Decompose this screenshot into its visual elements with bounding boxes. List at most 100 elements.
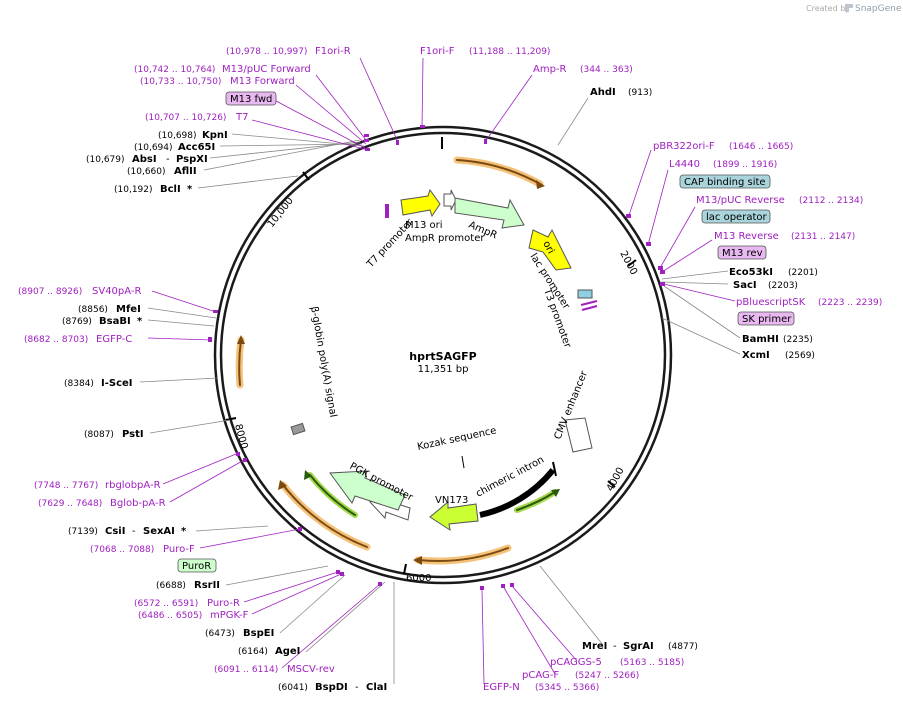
- lac-operator-box: [701, 209, 771, 224]
- inner-primer-line-2: [581, 305, 598, 311]
- orf-arcs: [235, 156, 558, 565]
- m13-fwd-box-label: M13 fwd: [230, 94, 272, 105]
- cap-binding-label: CAP binding site: [684, 177, 766, 188]
- snapgene-logo-icon: [845, 4, 853, 12]
- pbr322ori-range: (1646 .. 1665): [729, 142, 793, 152]
- kozak-label: Kozak sequence: [416, 425, 497, 453]
- cap-binding-box: [679, 174, 771, 189]
- l4440-range: (1899 .. 1916): [713, 160, 777, 170]
- bspei-pos: (6473): [205, 629, 235, 639]
- rbglob-range: (7748 .. 7767): [34, 481, 98, 491]
- sk-primer-label: SK primer: [742, 314, 792, 325]
- csii-label: CsiI: [105, 526, 125, 537]
- psti-pos: (8087): [84, 430, 114, 440]
- sexai-star: *: [181, 526, 187, 537]
- primer-leader-lines: [147, 57, 736, 685]
- backbone-outer: [213, 125, 673, 585]
- ampr-promoter-label: AmpR promoter: [405, 233, 485, 244]
- absi-label: AbsI: [132, 154, 157, 165]
- kpni-pos: (10,698): [158, 131, 197, 141]
- site-leader-lines: [139, 97, 741, 684]
- lac-operator-mark: [577, 289, 593, 299]
- chimeric-intron-arc: [479, 468, 556, 518]
- pbluescriptsk-range: (2223 .. 2239): [818, 298, 882, 308]
- bspei-label: BspEI: [243, 628, 274, 639]
- acc65i-pos: (10,694): [134, 143, 173, 153]
- m13puc-rev-range: (2112 .. 2134): [799, 196, 863, 206]
- kozak-mark: [461, 455, 465, 469]
- m13-fwd-box: [225, 91, 277, 106]
- lac-operator-label: lac operator: [706, 212, 767, 223]
- mrei-pos: (4877): [668, 642, 698, 652]
- vn173-arrow: [429, 500, 479, 532]
- puror-box: [177, 558, 217, 573]
- f1ori-r-label: F1ori-R: [315, 46, 351, 57]
- sexai-label: SexAI: [143, 526, 175, 537]
- aflii-pos: (10,660): [127, 167, 166, 177]
- ampr-promoter-arrow: [443, 189, 457, 211]
- chimeric-intron-cap: [552, 461, 557, 477]
- t7-range: (10,707 .. 10,726): [145, 113, 226, 123]
- mpgk-f-range: (6486 .. 6505): [138, 611, 202, 621]
- clai-label: ClaI: [366, 682, 387, 693]
- mpgk-f-label: mPGK-F: [210, 610, 249, 621]
- pgk-promoter-arrow: [329, 470, 406, 511]
- rsrii-label: RsrII: [194, 580, 220, 591]
- sv40-range: (8907 .. 8926): [18, 287, 82, 297]
- t7-promoter-arrow: [400, 188, 441, 218]
- kpni-label: KpnI: [202, 130, 228, 141]
- mrei-sep: -: [613, 641, 617, 652]
- created-by-label: Created by: [806, 4, 850, 13]
- puro-r-label: Puro-R: [207, 598, 240, 609]
- mfei-pos: (8856): [78, 305, 108, 315]
- bglob-label: Bglob-pA-R: [110, 498, 166, 509]
- saci-label: SacI: [733, 280, 757, 291]
- tick-6000: 6000: [406, 573, 431, 584]
- chimeric-intron-label: chimeric intron: [474, 455, 546, 500]
- ahdi-pos: (913): [628, 88, 652, 98]
- bcli-pos: (10,192): [114, 185, 153, 195]
- egfp-c-range: (8682 .. 8703): [24, 335, 88, 345]
- puror-box-label: PuroR: [182, 561, 211, 572]
- pbr322ori-label: pBR322ori-F: [653, 141, 715, 152]
- absi-pos: (10,679): [86, 155, 125, 165]
- absi-sep: -: [166, 154, 170, 165]
- m13puc-fwd-range: (10,742 .. 10,764): [134, 65, 215, 75]
- bcli-label: BclI: [160, 184, 181, 195]
- tick-2000: 2000: [617, 249, 639, 277]
- bglobin-label: β-globin poly(A) signal: [308, 306, 338, 419]
- m13-rev-box: [717, 245, 767, 260]
- csii-pos: (7139): [68, 527, 98, 537]
- ori-arrow: [528, 228, 572, 271]
- pspxi-label: PspXI: [176, 154, 208, 165]
- plasmid-size: 11,351 bp: [418, 364, 469, 375]
- bamhi-pos: (2235): [783, 335, 813, 345]
- egfp-c-label: EGFP-C: [96, 334, 132, 345]
- egfp-n-label: EGFP-N: [483, 682, 520, 693]
- m13-ori-label: M13 ori: [405, 220, 443, 231]
- bspdi-label: BspDI: [315, 682, 348, 693]
- mrei-label: MreI: [582, 641, 607, 652]
- m13-fwd-range: (10,733 .. 10,750): [140, 77, 221, 87]
- saci-pos: (2203): [768, 281, 798, 291]
- amp-r-label: Amp-R: [533, 64, 567, 75]
- bglobin-polya-box: [290, 422, 306, 436]
- psti-label: PstI: [122, 429, 144, 440]
- cmv-enhancer-box: [564, 417, 593, 453]
- bspdi-sep: -: [355, 682, 359, 693]
- mfei-label: MfeI: [116, 304, 141, 315]
- bglob-range: (7629 .. 7648): [38, 499, 102, 509]
- i-scei-pos: (8384): [64, 379, 94, 389]
- amp-r-range: (344 .. 363): [580, 65, 633, 75]
- ampr-arrow: [454, 197, 525, 229]
- f1ori-f-label: F1ori-F: [420, 46, 455, 57]
- bcli-star: *: [187, 184, 193, 195]
- sgrai-label: SgrAI: [623, 641, 654, 652]
- csii-sep: -: [132, 526, 136, 537]
- m13-reverse-range: (2131 .. 2147): [791, 232, 855, 242]
- m13-fwd-label: M13 Forward: [230, 76, 295, 87]
- tick-10000: 10,000: [266, 195, 296, 229]
- plasmid-name: hprtSAGFP: [409, 350, 476, 363]
- m13-reverse-label: M13 Reverse: [714, 231, 779, 242]
